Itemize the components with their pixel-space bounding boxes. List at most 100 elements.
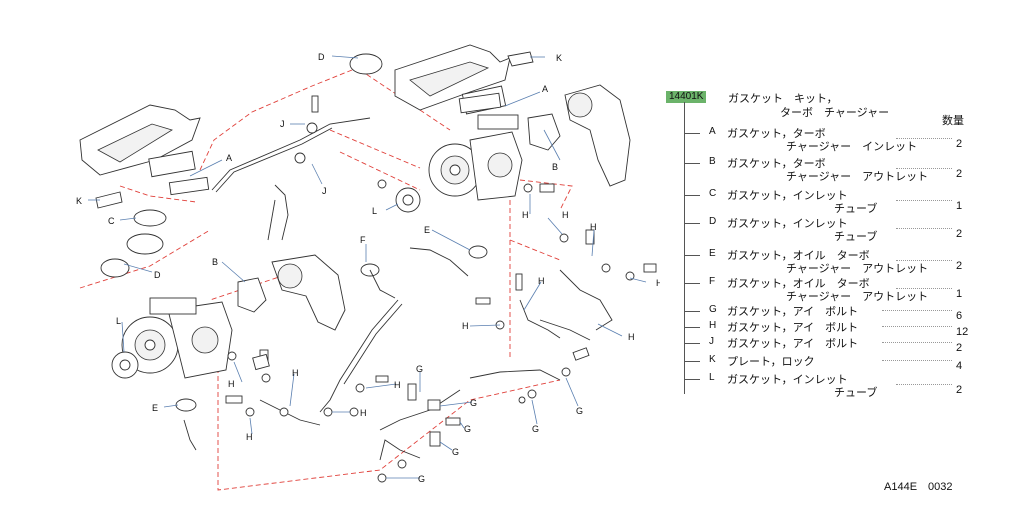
callout-g-3: G — [464, 424, 471, 434]
part-qty: 2 — [956, 384, 963, 396]
tree-tick — [684, 379, 700, 380]
part-name-line2: チューブ — [834, 230, 878, 243]
leader-lines — [88, 55, 647, 479]
part-name-line1: ガスケット，インレット — [727, 373, 848, 386]
turbocharger-left — [121, 297, 233, 379]
quantity-header: 数量 — [942, 114, 964, 127]
callout-g-4: G — [452, 447, 459, 457]
part-letter: H — [709, 320, 717, 331]
callout-a-left: A — [226, 153, 232, 163]
part-row-l: L ガスケット，インレット チューブ 2 — [684, 372, 964, 399]
part-qty: 12 — [956, 326, 969, 338]
kit-part-number[interactable]: 14401K — [666, 91, 707, 103]
kit-header: 14401K ガスケット キット， ターボ チャージャー — [664, 88, 964, 122]
kit-name-line2: ターボ チャージャー — [780, 106, 890, 119]
leader-dots — [896, 288, 952, 289]
callout-h-12: H — [522, 210, 529, 220]
part-name-line1: ガスケット，アイ ボルト — [727, 305, 859, 318]
part-letter: E — [709, 248, 716, 259]
part-name-line1: ガスケット，インレット — [727, 189, 848, 202]
callout-b-right: B — [552, 162, 558, 172]
part-row-k: K プレート，ロック 4 — [684, 354, 964, 380]
part-name-line2: チャージャー アウトレット — [786, 170, 929, 183]
part-letter: L — [709, 372, 715, 383]
callout-g-5: G — [418, 474, 425, 484]
callout-h-1: H — [562, 210, 569, 220]
part-name-line2: チューブ — [834, 202, 878, 215]
turbocharger-right — [428, 114, 523, 201]
tree-tick — [684, 133, 700, 134]
part-name-line2: チューブ — [834, 386, 878, 399]
part-row-e: E ガスケット，オイル ターボ チャージャー アウトレット 2 — [684, 248, 964, 275]
gaskets — [100, 53, 561, 412]
callout-h-7: H — [292, 368, 299, 378]
part-qty: 1 — [956, 200, 963, 212]
callout-labels: D K A J A B K C D J L F E B L E H H H H … — [76, 52, 660, 484]
callout-f: F — [360, 235, 366, 245]
callout-c: C — [108, 216, 115, 226]
callout-k-left: K — [76, 196, 82, 206]
figure-reference-code: A144E 0032 — [884, 481, 953, 493]
part-name-line1: ガスケット，ターボ — [727, 127, 826, 140]
leader-dots — [882, 310, 952, 311]
part-qty: 2 — [956, 228, 963, 240]
part-letter: C — [709, 188, 717, 199]
callout-h-9: H — [246, 432, 253, 442]
part-qty: 2 — [956, 342, 963, 354]
tree-tick — [684, 255, 700, 256]
part-qty: 1 — [956, 288, 963, 300]
callout-e-left: E — [152, 403, 158, 413]
part-row-a: A ガスケット，ターボ チャージャー インレット 2 — [684, 126, 964, 153]
part-letter: B — [709, 156, 716, 167]
leader-dots — [882, 326, 952, 327]
tree-tick — [684, 327, 700, 328]
callout-h-10: H — [360, 408, 367, 418]
tree-tick — [684, 163, 700, 164]
callout-g-6: G — [576, 406, 583, 416]
callout-a-right: A — [542, 84, 548, 94]
tree-tick — [684, 311, 700, 312]
part-letter: D — [709, 216, 717, 227]
part-letter: K — [709, 354, 716, 365]
parts-legend: 14401K ガスケット キット， ターボ チャージャー 数量 A ガスケット，… — [664, 88, 968, 418]
callout-d-left: D — [154, 270, 161, 280]
tree-tick — [684, 195, 700, 196]
callout-k-top: K — [556, 53, 562, 63]
tree-tick — [684, 283, 700, 284]
part-name-line1: ガスケット，ターボ — [727, 157, 826, 170]
part-qty: 6 — [956, 310, 963, 322]
callout-h-3: H — [656, 278, 660, 288]
part-name-line1: ガスケット，オイル ターボ — [727, 277, 870, 290]
callout-h-6: H — [628, 332, 635, 342]
tree-tick — [684, 223, 700, 224]
tree-tick — [684, 343, 700, 344]
exhaust-manifold-left — [79, 104, 201, 178]
part-letter: A — [709, 126, 716, 137]
callout-h-8: H — [228, 379, 235, 389]
part-qty: 2 — [956, 138, 963, 150]
kit-name-line1: ガスケット キット， — [728, 92, 838, 105]
part-name-line1: ガスケット，アイ ボルト — [727, 321, 859, 334]
leader-dots — [896, 138, 952, 139]
callout-e-mid: E — [424, 225, 430, 235]
callout-h-2: H — [590, 222, 597, 232]
part-letter: J — [709, 336, 714, 347]
callout-l-mid: L — [372, 206, 377, 216]
part-name-line2: チャージャー アウトレット — [786, 290, 929, 303]
callout-d-top: D — [318, 52, 325, 62]
part-row-h: H ガスケット，アイ ボルト 12 — [684, 320, 968, 346]
callout-g-1: G — [416, 364, 423, 374]
part-name-line1: プレート，ロック — [727, 355, 815, 368]
turbo-outlet-elbow-left — [271, 254, 346, 331]
tree-tick — [684, 361, 700, 362]
leader-dots — [896, 168, 952, 169]
part-name-line2: チャージャー インレット — [786, 140, 918, 153]
callout-h-4: H — [538, 276, 545, 286]
part-qty: 2 — [956, 168, 963, 180]
turbo-outlet-elbow-right — [564, 84, 631, 187]
callout-j-mid: J — [322, 186, 327, 196]
exploded-parts-diagram: D K A J A B K C D J L F E B L E H H H H … — [76, 44, 660, 491]
part-row-g: G ガスケット，アイ ボルト 6 — [684, 304, 964, 330]
part-name-line1: ガスケット，インレット — [727, 217, 848, 230]
bolts-and-washers — [225, 95, 657, 483]
